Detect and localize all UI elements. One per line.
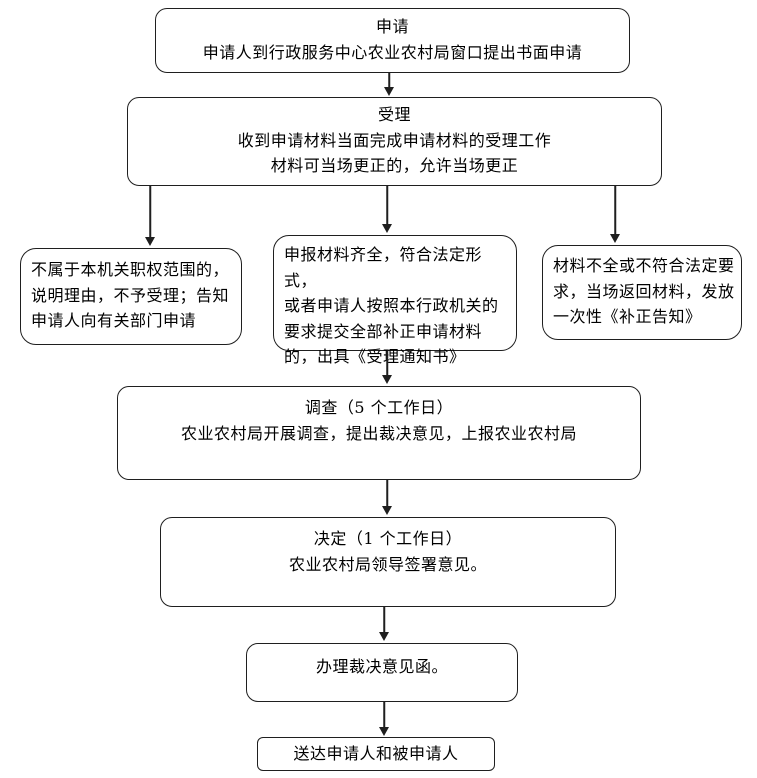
node-decision-title: 决定（1 个工作日） bbox=[313, 529, 463, 548]
node-acceptance: 受理 收到申请材料当面完成申请材料的受理工作 材料可当场更正的，允许当场更正 bbox=[127, 97, 662, 186]
node-acceptance-body2: 材料可当场更正的，允许当场更正 bbox=[270, 156, 519, 176]
arrow-shaft bbox=[386, 351, 388, 377]
arrow-acceptance-supplement bbox=[609, 186, 621, 243]
arrow-decision-handle bbox=[378, 607, 390, 641]
node-decision-body: 农业农村局领导签署意见。 bbox=[288, 554, 487, 574]
node-application: 申请 申请人到行政服务中心农业农村局窗口提出书面申请 bbox=[155, 8, 630, 73]
node-investigation-body: 农业农村局开展调查，提出裁决意见，上报农业农村局 bbox=[180, 423, 577, 443]
node-investigation: 调查（5 个工作日） 农业农村局开展调查，提出裁决意见，上报农业农村局 bbox=[117, 386, 641, 480]
arrow-shaft bbox=[383, 702, 385, 729]
arrow-investigation-decision bbox=[381, 480, 393, 515]
arrow-shaft bbox=[149, 186, 151, 239]
arrow-head-icon bbox=[379, 727, 389, 736]
node-delivery-text: 送达申请人和被申请人 bbox=[293, 744, 459, 763]
arrow-head-icon bbox=[145, 237, 155, 246]
arrow-shaft bbox=[386, 480, 388, 508]
node-acceptance-body: 收到申请材料当面完成申请材料的受理工作 bbox=[237, 130, 552, 150]
arrow-head-icon bbox=[379, 632, 389, 641]
arrow-head-icon bbox=[610, 234, 620, 243]
arrow-head-icon bbox=[382, 375, 392, 384]
node-investigation-title: 调查（5 个工作日） bbox=[304, 398, 454, 417]
node-handle-opinion-text: 办理裁决意见函。 bbox=[315, 657, 448, 676]
arrow-acceptance-accept bbox=[381, 186, 393, 233]
arrow-accept-investigation bbox=[381, 351, 393, 384]
arrow-application-acceptance bbox=[383, 73, 395, 96]
node-decision: 决定（1 个工作日） 农业农村局领导签署意见。 bbox=[160, 517, 616, 607]
node-application-title: 申请 bbox=[375, 17, 409, 36]
arrow-acceptance-reject bbox=[144, 186, 156, 246]
arrow-shaft bbox=[383, 607, 385, 634]
node-accept-notice: 申报材料齐全，符合法定形式， 或者申请人按照本行政机关的 要求提交全部补正申请材… bbox=[273, 235, 517, 366]
arrow-shaft bbox=[614, 186, 616, 236]
node-acceptance-title: 受理 bbox=[377, 105, 411, 124]
arrow-shaft bbox=[388, 73, 390, 89]
node-delivery: 送达申请人和被申请人 bbox=[257, 737, 495, 771]
node-supplement-notice: 材料不全或不符合法定要 求，当场返回材料，发放 一次性《补正告知》 bbox=[542, 245, 742, 340]
arrow-shaft bbox=[386, 186, 388, 226]
node-reject-notice: 不属于本机关职权范围的， 说明理由，不予受理；告知 申请人向有关部门申请 bbox=[20, 248, 242, 345]
arrow-head-icon bbox=[384, 87, 394, 96]
arrow-head-icon bbox=[382, 224, 392, 233]
arrow-handle-delivery bbox=[378, 702, 390, 736]
node-application-body: 申请人到行政服务中心农业农村局窗口提出书面申请 bbox=[202, 42, 583, 62]
node-handle-opinion: 办理裁决意见函。 bbox=[246, 643, 518, 702]
arrow-head-icon bbox=[382, 506, 392, 515]
